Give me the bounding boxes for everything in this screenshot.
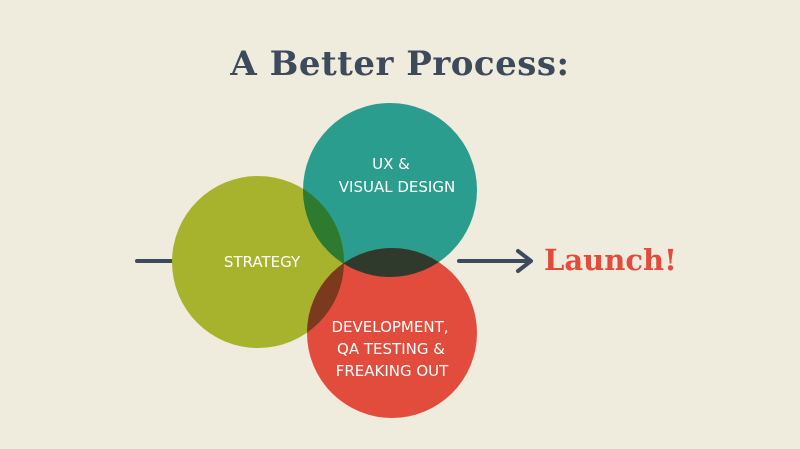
- launch-label: Launch!: [544, 243, 677, 277]
- arrow-right-icon: [457, 249, 533, 273]
- development-label-line-1: DEVELOPMENT,: [331, 318, 448, 336]
- strategy-circle: [172, 176, 344, 348]
- development-label-line-3: FREAKING OUT: [336, 362, 449, 380]
- development-label-line-2: QA TESTING &: [337, 340, 445, 358]
- ux-label-line-2: VISUAL DESIGN: [339, 178, 455, 196]
- slide-title: A Better Process:: [230, 44, 570, 84]
- strategy-label: STRATEGY: [224, 253, 301, 271]
- ux-visual-design-circle: [303, 103, 477, 277]
- development-circle: [307, 248, 477, 418]
- ux-label-line-1: UX &: [372, 155, 410, 173]
